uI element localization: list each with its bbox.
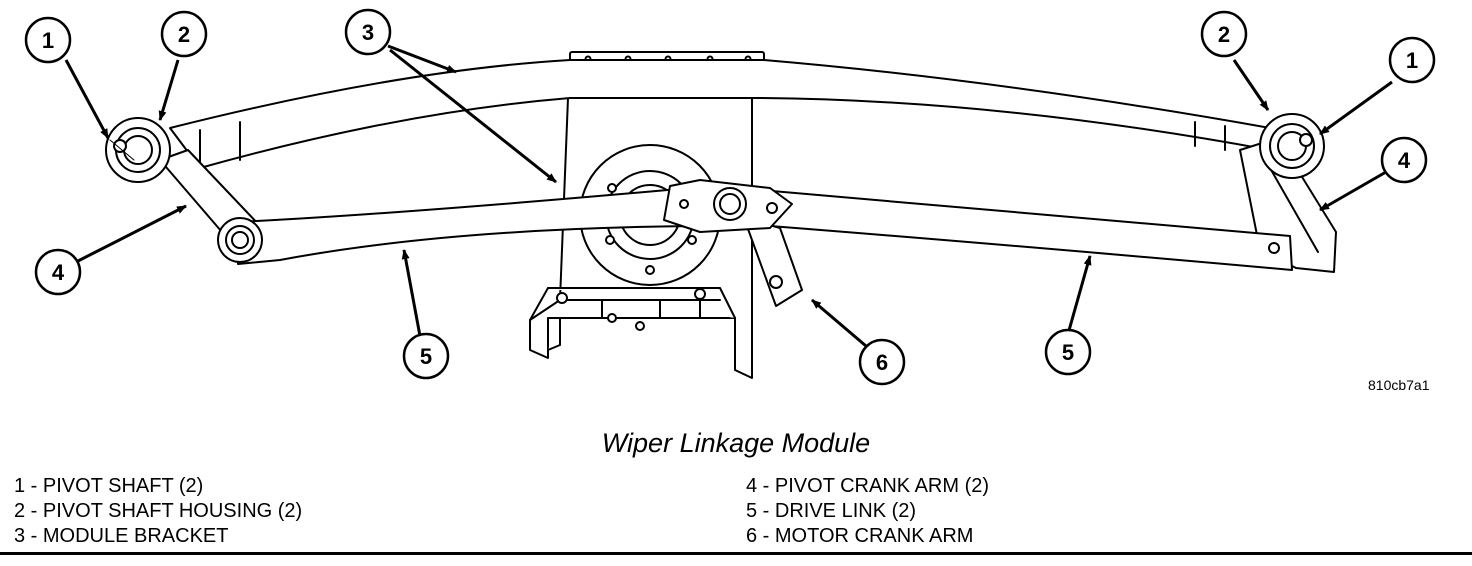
callout-5-right: 5 — [1044, 328, 1092, 376]
leader-c3-b — [389, 48, 557, 184]
drive-link-right — [759, 189, 1293, 271]
pivot-shaft-housing-left — [105, 117, 263, 263]
legend-item-pivot-shaft: 1 - PIVOT SHAFT (2) — [14, 475, 204, 497]
legend-left-column: 1 - PIVOT SHAFT (2) 2 - PIVOT SHAFT HOUS… — [14, 474, 302, 549]
callout-6: 6 — [858, 338, 906, 386]
leader-c1-right — [1319, 80, 1393, 136]
bottom-rule — [0, 552, 1472, 555]
motor-crank-arm — [663, 179, 803, 307]
callout-1-left-label: 1 — [42, 28, 54, 53]
leader-c4-left — [75, 204, 187, 264]
callout-6-label: 6 — [876, 350, 888, 375]
figure-id: 810cb7a1 — [1368, 377, 1430, 393]
callout-2-left-label: 2 — [178, 22, 190, 47]
legend-item-motor-crank-arm: 6 - MOTOR CRANK ARM — [746, 525, 974, 547]
legend-item-module-bracket: 3 - MODULE BRACKET — [14, 525, 229, 547]
wiper-linkage-illustration: 1 2 3 2 1 4 4 5 — [24, 8, 1436, 386]
legend-item-pivot-shaft-housing: 2 - PIVOT SHAFT HOUSING (2) — [14, 500, 303, 522]
callout-2-right: 2 — [1200, 10, 1248, 58]
legend-item-drive-link: 5 - DRIVE LINK (2) — [746, 500, 917, 522]
leader-lines — [64, 44, 1393, 348]
legend-item-pivot-crank-arm: 4 - PIVOT CRANK ARM (2) — [746, 475, 990, 497]
callout-1-right-label: 1 — [1406, 48, 1418, 73]
leader-c5-left — [401, 249, 422, 337]
pivot-shaft-housing-right — [1259, 113, 1325, 179]
leader-c1-left — [64, 59, 110, 139]
callout-2-right-label: 2 — [1218, 22, 1230, 47]
callout-5-left: 5 — [402, 332, 450, 380]
callout-3-label: 3 — [362, 20, 374, 45]
callout-5-left-label: 5 — [420, 344, 432, 369]
figure-caption: Wiper Linkage Module — [601, 428, 871, 458]
callout-4-left-label: 4 — [52, 260, 65, 285]
callout-2-left: 2 — [160, 10, 208, 58]
callout-3: 3 — [344, 8, 392, 56]
leader-c5-right — [1066, 255, 1092, 335]
callout-4-right-label: 4 — [1398, 148, 1411, 173]
leader-c2-left — [158, 59, 180, 121]
callout-1-left: 1 — [24, 16, 72, 64]
leader-c4-right — [1319, 170, 1387, 212]
callout-4-right: 4 — [1380, 136, 1428, 184]
callout-5-right-label: 5 — [1062, 340, 1074, 365]
leader-c6 — [811, 298, 867, 348]
callout-4-left: 4 — [34, 248, 82, 296]
leader-c2-right — [1232, 59, 1270, 111]
callout-1-right: 1 — [1388, 36, 1436, 84]
legend-right-column: 4 - PIVOT CRANK ARM (2) 5 - DRIVE LINK (… — [746, 474, 989, 549]
leader-c3-a — [387, 44, 457, 74]
